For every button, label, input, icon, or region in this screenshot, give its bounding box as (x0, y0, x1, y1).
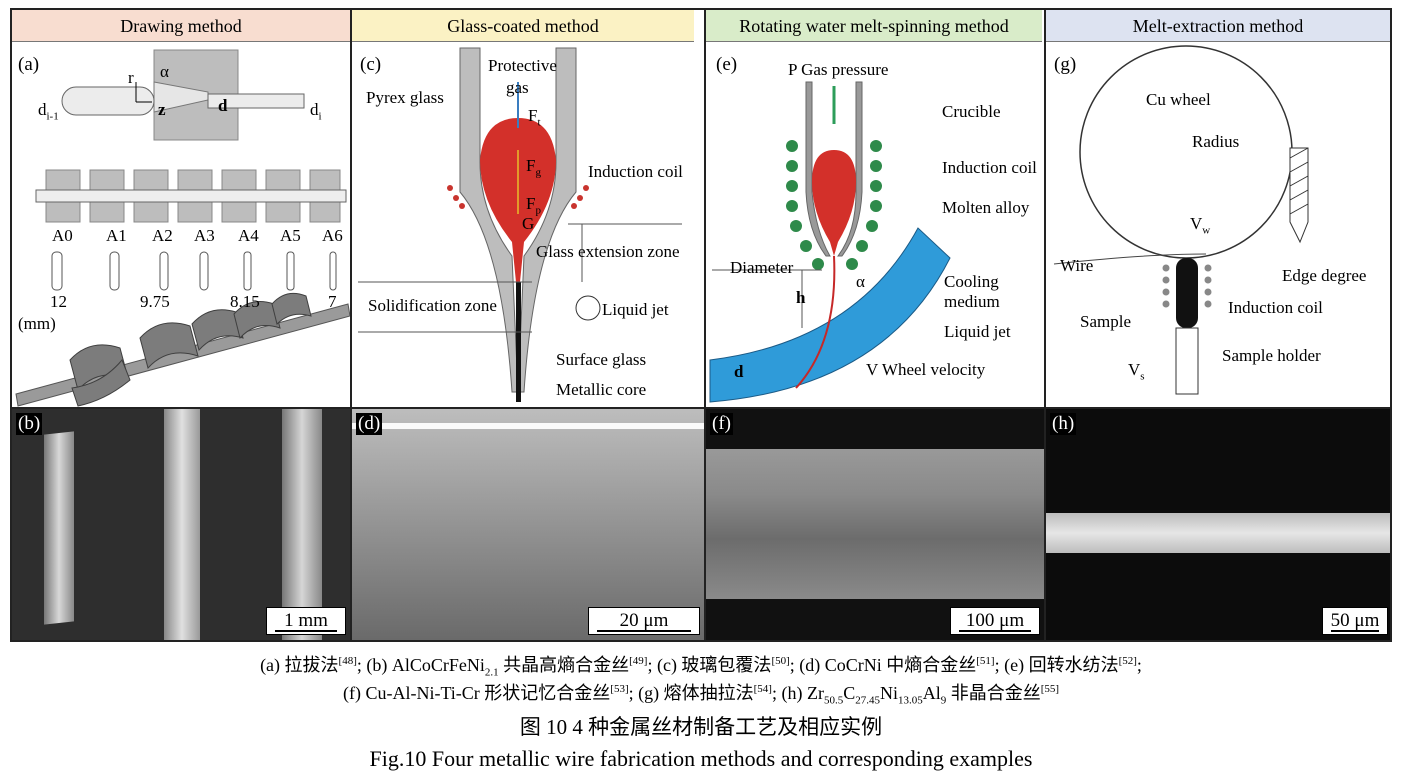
figure-frame: Drawing method Glass-coated method Rotat… (10, 8, 1392, 642)
panel-label: (f) (710, 413, 733, 435)
scale-bar: 100 μm (950, 607, 1040, 635)
column-header-melt-spinning: Rotating water melt-spinning method (706, 10, 1042, 42)
panel-label: (h) (1050, 413, 1077, 435)
wire-body (706, 449, 1044, 599)
column-divider (350, 10, 352, 640)
panel-h-sem-micrograph: (h) 50 μm (1046, 409, 1390, 640)
die-label: A3 (194, 226, 215, 245)
label-radius: Radius (1192, 132, 1240, 151)
die-label: A1 (106, 226, 127, 245)
label-medium: medium (944, 292, 1000, 311)
die-label: A0 (52, 226, 73, 245)
label-diameter: Diameter (730, 258, 794, 277)
panel-b-sem-micrograph: (b) 1 mm (12, 409, 350, 640)
label-wire: Wire (1060, 256, 1094, 275)
panel-g-melt-extraction-schematic: (g) Cu wheel Radius Vw Edge degree Wire … (1046, 42, 1390, 407)
label-induction-coil: Induction coil (588, 162, 683, 181)
panel-d-sem-micrograph: (d) 20 μm (352, 409, 704, 640)
label-gravity: G (522, 214, 535, 233)
die-label: A6 (322, 226, 343, 245)
label-pyrex-glass: Pyrex glass (366, 88, 444, 107)
label-d: d (218, 96, 228, 115)
label-gas: gas (506, 78, 529, 97)
melt-spinning-schematic (709, 81, 951, 403)
size-label: 7 (328, 292, 337, 311)
panel-f-sem-micrograph: (f) 100 μm (706, 409, 1044, 640)
label-crucible: Crucible (942, 102, 1001, 121)
panel-a-drawing-schematic: (a) r α z d di-1 di A0 A1 A2 A3 A4 A5 A6… (12, 42, 350, 407)
unit-label: (mm) (18, 314, 56, 333)
label-induction-coil: Induction coil (1228, 298, 1323, 317)
label-wheel-velocity: V Wheel velocity (866, 360, 986, 379)
figure-title-english: Fig.10 Four metallic wire fabrication me… (369, 746, 1033, 771)
column-header-glass-coated: Glass-coated method (352, 10, 694, 42)
label-force-t: Ft (528, 106, 541, 129)
wire-segment (44, 431, 74, 625)
die-label: A4 (238, 226, 259, 245)
label-d-i: di (310, 100, 322, 123)
label-d: d (734, 362, 744, 381)
label-molten-alloy: Molten alloy (942, 198, 1030, 217)
label-sample-holder: Sample holder (1222, 346, 1321, 365)
scale-bar: 50 μm (1322, 607, 1388, 635)
label-liquid-jet: Liquid jet (944, 322, 1011, 341)
label-alpha: α (856, 272, 865, 291)
panel-label: (g) (1054, 54, 1077, 75)
glass-coated-schematic (358, 47, 682, 402)
wire-segment (282, 409, 322, 640)
column-header-melt-extraction: Melt-extraction method (1046, 10, 1390, 42)
scale-bar: 1 mm (266, 607, 346, 635)
label-z: z (158, 100, 166, 119)
label-cooling: Cooling (944, 272, 999, 291)
label-d-i-minus-1: di-1 (38, 100, 59, 123)
label-solidification-zone: Solidification zone (368, 296, 497, 315)
panel-label: (b) (16, 413, 43, 435)
caption-line-1: (a) 拉拔法[48]; (b) AlCoCrFeNi2.1 共晶高熵合金丝[4… (260, 655, 1142, 679)
label-metallic-core: Metallic core (556, 380, 647, 399)
die-label: A2 (152, 226, 173, 245)
label-induction-coil: Induction coil (942, 158, 1037, 177)
column-divider (1044, 10, 1046, 640)
column-header-drawing: Drawing method (12, 10, 350, 42)
label-sample: Sample (1080, 312, 1131, 331)
label-liquid-jet: Liquid jet (602, 300, 669, 319)
caption-line-2: (f) Cu-Al-Ni-Ti-Cr 形状记忆合金丝[53]; (g) 熔体抽拉… (342, 683, 1060, 707)
label-surface-glass: Surface glass (556, 350, 647, 369)
panel-label: (a) (18, 54, 40, 75)
size-label: 8.15 (230, 292, 260, 311)
figure-title-chinese: 图 10 4 种金属丝材制备工艺及相应实例 (519, 715, 883, 739)
panel-label: (c) (360, 54, 382, 75)
label-gas-pressure: P Gas pressure (788, 60, 889, 79)
label-v-w: Vw (1190, 214, 1211, 237)
label-force-p: Fp (526, 194, 541, 217)
wire-body (1046, 513, 1390, 553)
column-divider (704, 10, 706, 640)
label-cu-wheel: Cu wheel (1146, 90, 1211, 109)
size-label: 12 (50, 292, 67, 311)
label-force-g: Fg (526, 156, 541, 179)
panel-label: (e) (716, 54, 738, 75)
label-v-s: Vs (1128, 360, 1145, 383)
label-h: h (796, 288, 806, 307)
label-edge-degree: Edge degree (1282, 266, 1367, 285)
wire-edge (352, 423, 704, 429)
label-alpha: α (160, 62, 169, 81)
melt-extraction-schematic (1053, 45, 1309, 395)
wire-segment (164, 409, 200, 640)
label-glass-extension-zone: Glass extension zone (536, 242, 680, 261)
die-label: A5 (280, 226, 301, 245)
row-divider (12, 407, 1390, 409)
panel-e-melt-spinning-schematic: (e) P Gas pressure Crucible Induction co… (706, 42, 1044, 407)
scale-bar: 20 μm (588, 607, 700, 635)
panel-label: (d) (356, 413, 383, 435)
panel-c-glass-coated-schematic: (c) Protective gas Pyrex glass Ft Fg Fp … (352, 42, 704, 407)
label-protective: Protective (488, 56, 557, 75)
label-r: r (128, 68, 134, 87)
drawing-die-schematic (15, 49, 350, 407)
size-label: 9.75 (140, 292, 170, 311)
